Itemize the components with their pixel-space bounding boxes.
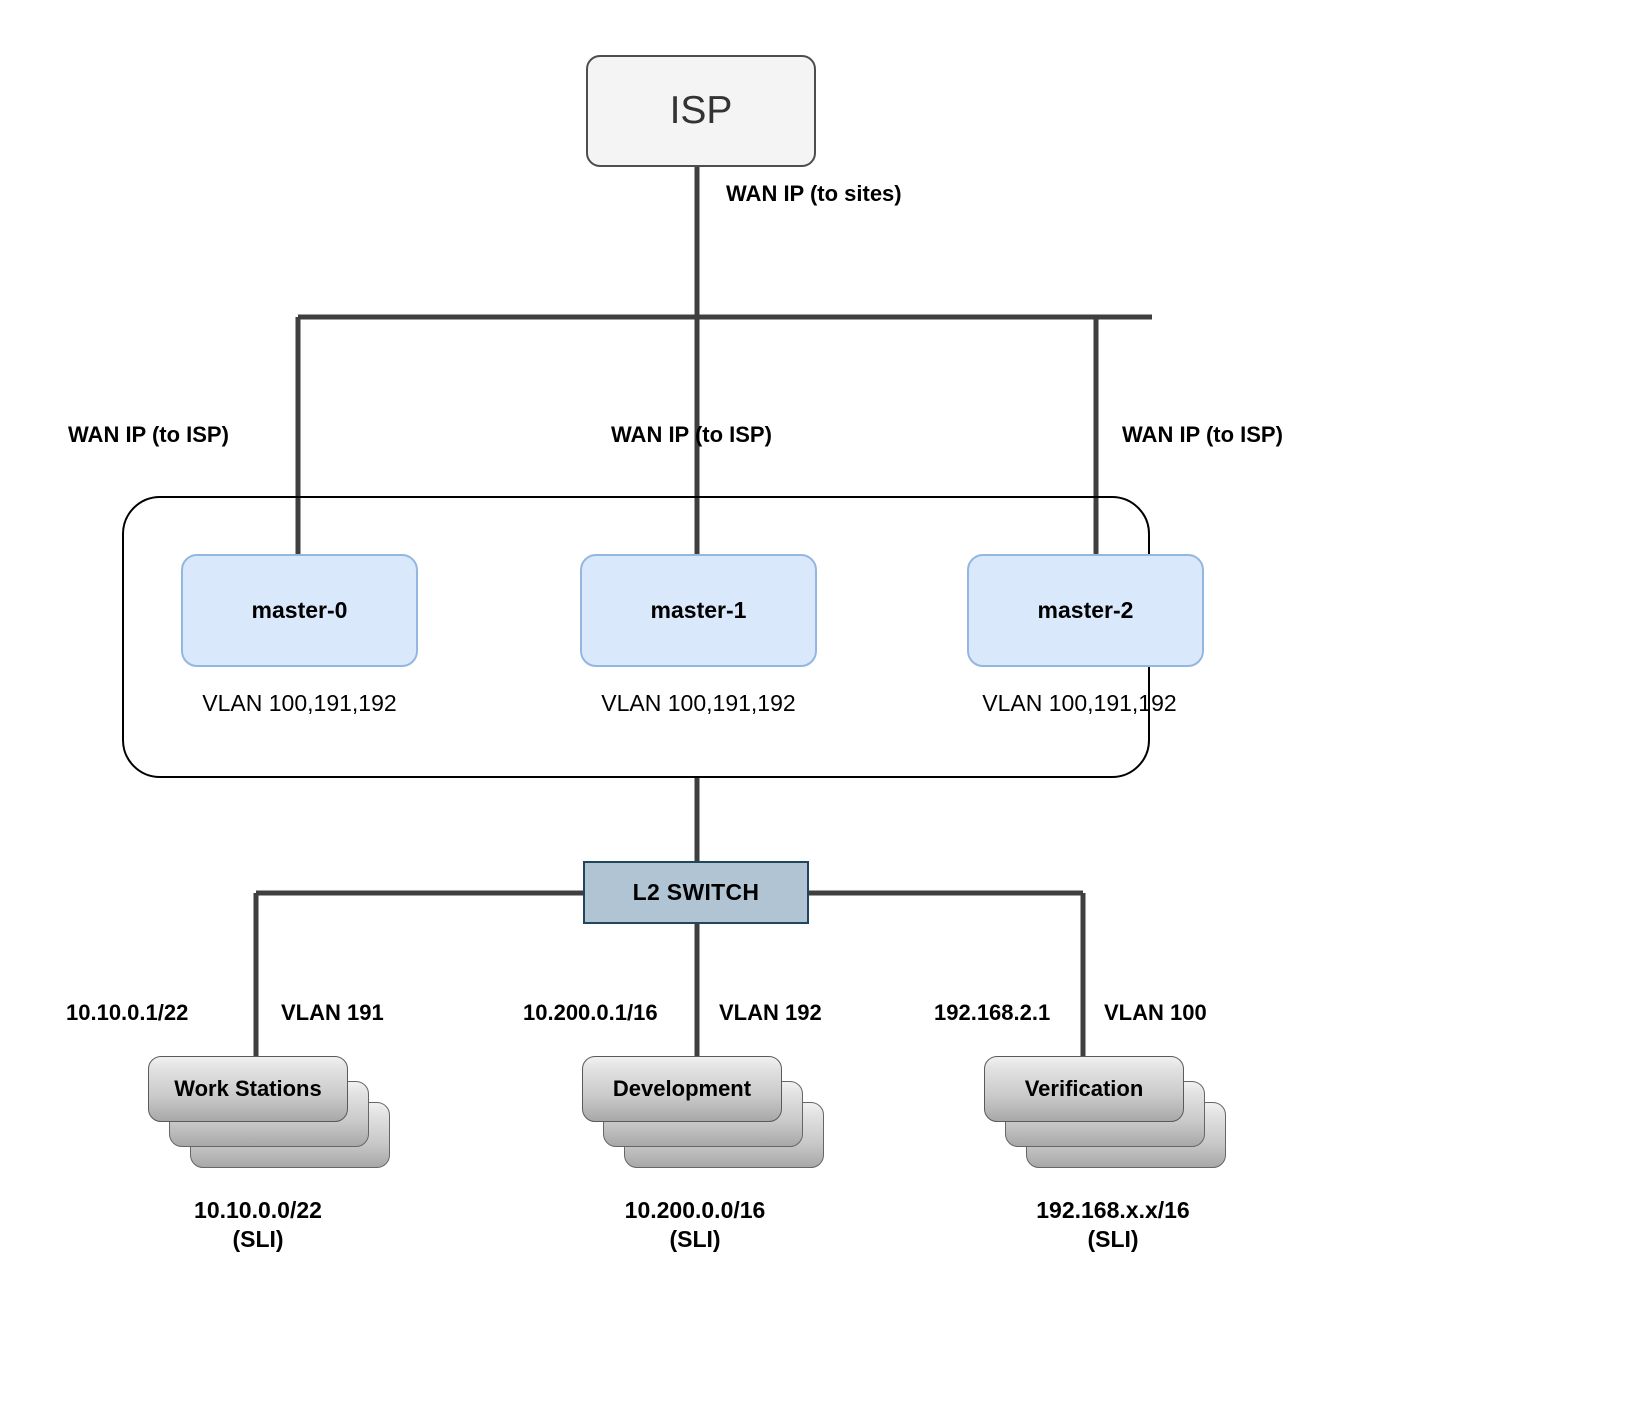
wan-link-label-1: WAN IP (to ISP) bbox=[611, 422, 772, 447]
host-group-0-label: Work Stations bbox=[174, 1076, 322, 1101]
host-group-2-gateway-ip: 192.168.2.1 bbox=[934, 1000, 1051, 1025]
host-group-0-card-front[interactable]: Work Stations bbox=[148, 1056, 348, 1122]
wan-link-label-2: WAN IP (to ISP) bbox=[1122, 422, 1283, 447]
host-group-2-vlan: VLAN 100 bbox=[1104, 1000, 1207, 1025]
host-group-0-gateway-ip: 10.10.0.1/22 bbox=[66, 1000, 189, 1025]
master-node-2[interactable]: master-2 bbox=[967, 554, 1204, 667]
host-group-1-subnet-note: (SLI) bbox=[669, 1226, 721, 1253]
host-group-1-label: Development bbox=[612, 1076, 752, 1101]
master-node-2-vlans: VLAN 100,191,192 bbox=[982, 690, 1177, 716]
host-group-1-card-front[interactable]: Development bbox=[582, 1056, 782, 1122]
master-node-0-label: master-0 bbox=[251, 597, 348, 623]
l2-switch-node[interactable]: L2 SWITCH bbox=[583, 861, 809, 924]
isp-node[interactable]: ISP bbox=[586, 55, 816, 167]
master-node-1-vlans: VLAN 100,191,192 bbox=[601, 690, 796, 716]
host-group-0-subnet: 10.10.0.0/22 bbox=[194, 1197, 322, 1223]
isp-uplink-label: WAN IP (to sites) bbox=[726, 181, 902, 206]
host-group-2-subnet: 192.168.x.x/16 bbox=[1036, 1197, 1190, 1223]
host-group-2-card-front[interactable]: Verification bbox=[984, 1056, 1184, 1122]
master-node-1-label: master-1 bbox=[650, 597, 747, 623]
wan-link-label-0: WAN IP (to ISP) bbox=[68, 422, 229, 447]
host-group-2[interactable]: Verification bbox=[984, 1056, 1264, 1176]
host-group-0-vlan: VLAN 191 bbox=[281, 1000, 384, 1025]
master-node-0[interactable]: master-0 bbox=[181, 554, 418, 667]
host-group-1-subnet-block: 10.200.0.0/16 (SLI) bbox=[545, 1196, 845, 1255]
master-node-0-vlans: VLAN 100,191,192 bbox=[202, 690, 397, 716]
host-group-2-subnet-note: (SLI) bbox=[1087, 1226, 1139, 1253]
host-group-1-gateway-ip: 10.200.0.1/16 bbox=[523, 1000, 658, 1025]
host-group-1-vlan: VLAN 192 bbox=[719, 1000, 822, 1025]
host-group-0-subnet-block: 10.10.0.0/22 (SLI) bbox=[108, 1196, 408, 1255]
l2-switch-label: L2 SWITCH bbox=[632, 879, 760, 905]
host-group-0[interactable]: Work Stations bbox=[148, 1056, 428, 1176]
host-group-2-label: Verification bbox=[1024, 1076, 1144, 1101]
host-group-2-subnet-block: 192.168.x.x/16 (SLI) bbox=[963, 1196, 1263, 1255]
host-group-0-subnet-note: (SLI) bbox=[232, 1226, 284, 1253]
host-group-1[interactable]: Development bbox=[582, 1056, 862, 1176]
isp-label: ISP bbox=[669, 89, 733, 132]
host-group-1-subnet: 10.200.0.0/16 bbox=[624, 1197, 766, 1223]
master-node-1[interactable]: master-1 bbox=[580, 554, 817, 667]
master-node-2-label: master-2 bbox=[1037, 597, 1134, 623]
